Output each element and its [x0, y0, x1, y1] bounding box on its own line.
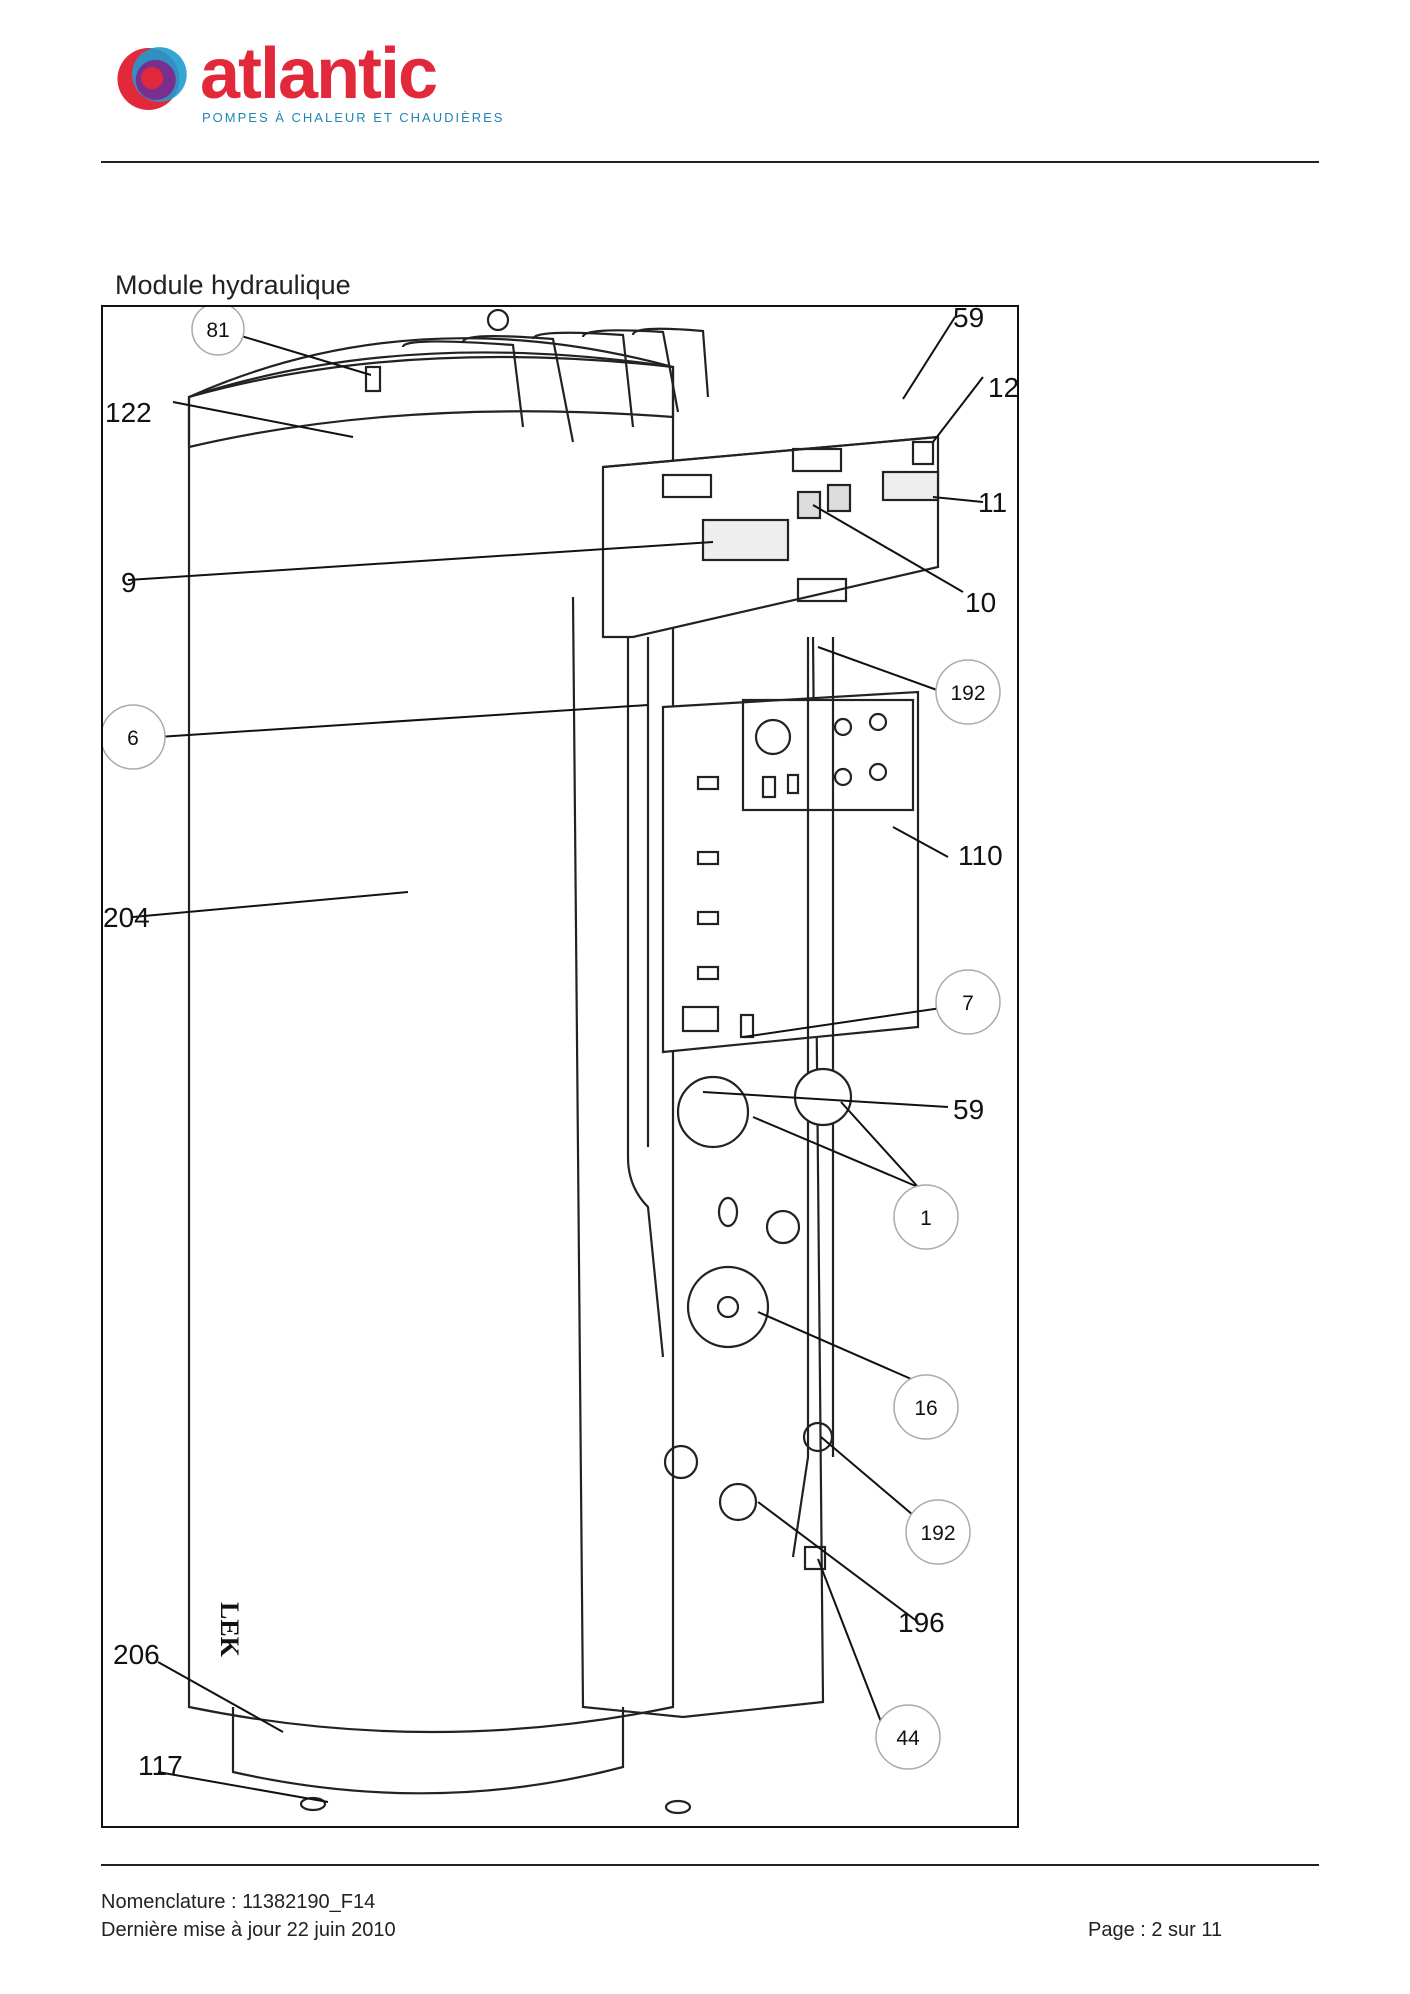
footer-nomenclature: Nomenclature : 11382190_F14 — [101, 1891, 376, 1913]
tank-foot-left — [299, 1796, 327, 1812]
footer-page-number: Page : 2 sur 11 — [1088, 1919, 1223, 1941]
callout-204: 204 — [103, 902, 150, 933]
relay-10a — [796, 490, 822, 520]
hydraulic-module-figure: 81 122 59 12 11 9 10 192 6 110 204 7 59 … — [101, 305, 1019, 1828]
callout-110: 110 — [958, 840, 1003, 871]
callout-7: 7 — [962, 992, 974, 1015]
callout-bubble-7 — [935, 969, 1001, 1035]
module-frame — [571, 596, 825, 1719]
callout-bubble-81 — [191, 307, 245, 356]
tank-body — [187, 351, 675, 1734]
callout-11: 11 — [978, 487, 1007, 518]
relay-10b — [826, 483, 852, 513]
header-divider — [101, 161, 1319, 163]
tank-top-rim — [187, 355, 675, 449]
callout-59-mid: 59 — [953, 1094, 984, 1125]
callout-117: 117 — [138, 1750, 183, 1781]
atlantic-logo-icon — [117, 47, 187, 110]
fitting-192-lower — [802, 1421, 834, 1453]
terminal-block-9 — [701, 518, 790, 562]
hydraulic-module-drawing: 81 122 59 12 11 9 10 192 6 110 204 7 59 … — [103, 307, 1017, 1815]
section-title: Module hydraulique — [115, 270, 351, 300]
callout-12: 12 — [988, 372, 1017, 403]
tank-lid-ellipse — [188, 337, 674, 399]
callout-206: 206 — [113, 1639, 160, 1670]
control-box-110 — [661, 690, 920, 1054]
callout-bubble-192-top — [935, 659, 1001, 725]
tank-foot-right — [664, 1799, 692, 1815]
callout-44: 44 — [896, 1727, 920, 1750]
callout-6: 6 — [127, 727, 139, 750]
circulator-16 — [686, 1265, 770, 1349]
callout-bubble-44 — [875, 1704, 941, 1770]
tank-base — [231, 1707, 625, 1795]
callout-bubble-6 — [103, 704, 166, 770]
callout-192-top: 192 — [950, 682, 985, 705]
fitting-196 — [718, 1482, 758, 1522]
tank-marking: LEK — [215, 1602, 244, 1658]
control-panel-dial — [754, 718, 792, 756]
callout-122: 122 — [105, 397, 152, 428]
fitting-81 — [364, 365, 382, 393]
control-panel — [741, 698, 915, 812]
callout-bubble-16 — [893, 1374, 959, 1440]
footer-divider — [101, 1864, 1319, 1866]
callout-81: 81 — [206, 319, 229, 342]
terminal-block-11 — [881, 470, 940, 502]
brand-name: atlantic — [200, 34, 438, 114]
callout-bubble-192-bottom — [905, 1499, 971, 1565]
callout-10: 10 — [965, 587, 996, 618]
footer-last-update: Dernière mise à jour 22 juin 2010 — [101, 1919, 396, 1941]
callout-192-bottom: 192 — [920, 1522, 955, 1545]
drain-valve-44 — [803, 1545, 827, 1571]
brand-tagline: POMPES À CHALEUR ET CHAUDIÈRES — [202, 110, 505, 125]
pump-housing-1a — [676, 1075, 750, 1149]
callout-196: 196 — [898, 1607, 945, 1638]
callout-16: 16 — [914, 1397, 937, 1420]
pump-housing-1b — [793, 1067, 853, 1127]
callout-bubble-1 — [893, 1184, 959, 1250]
callout-59-top: 59 — [953, 307, 984, 333]
callout-9: 9 — [121, 567, 137, 598]
callout-1: 1 — [920, 1207, 932, 1230]
